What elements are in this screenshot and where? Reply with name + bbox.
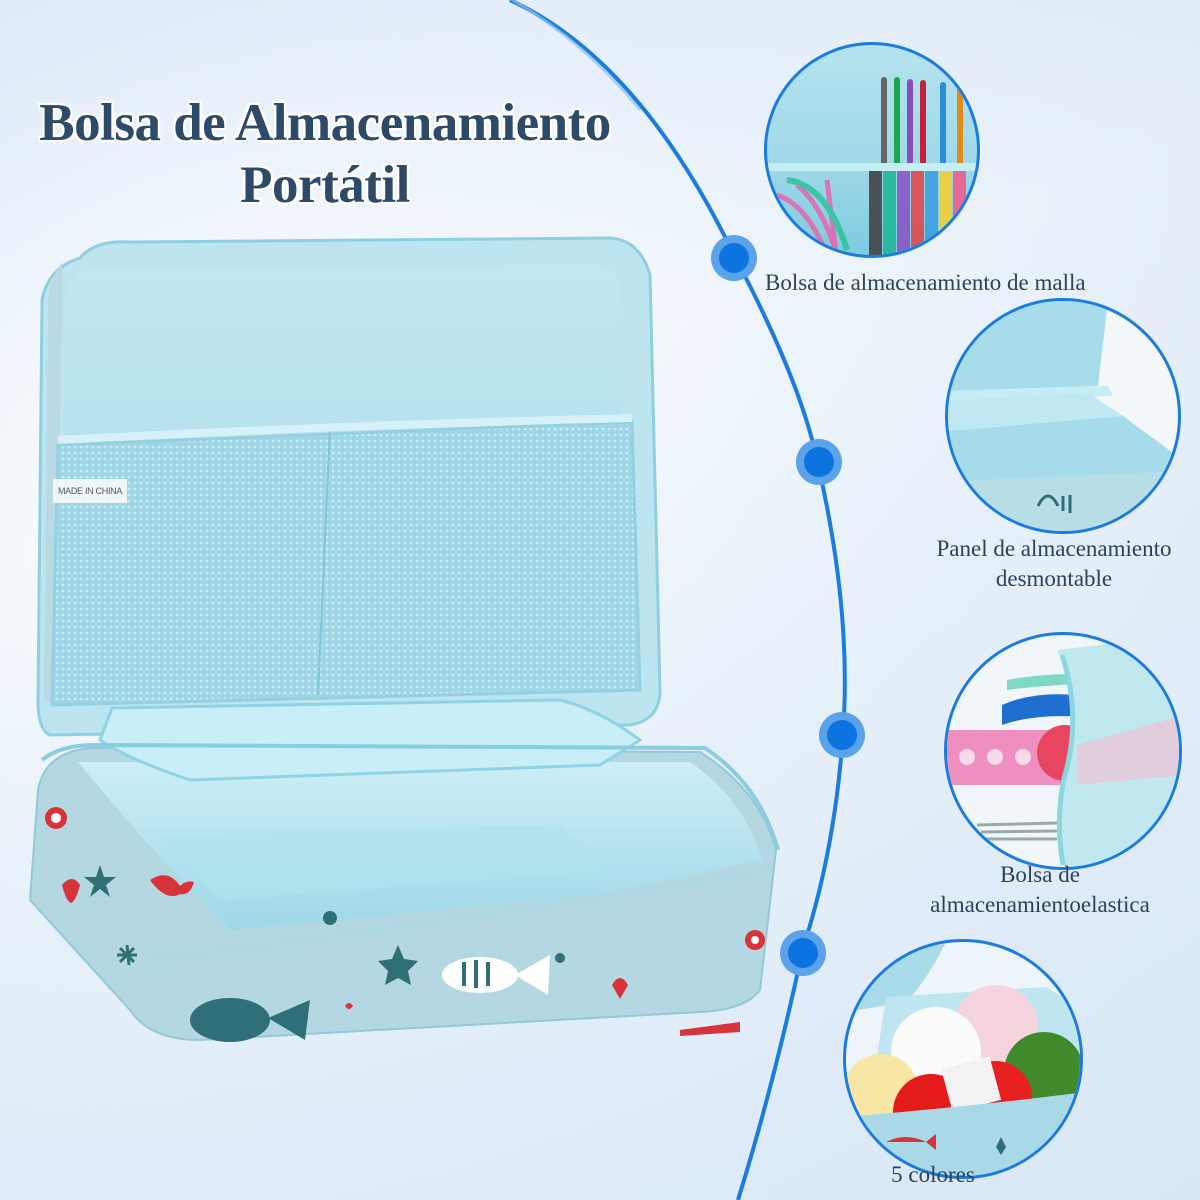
- feature-label-elastic: Bolsa de almacenamientoelastica: [930, 862, 1150, 917]
- timeline-dot-3: [819, 712, 865, 758]
- feature-label-panel: Panel de almacenamiento desmontable: [936, 536, 1172, 591]
- timeline-dot-4: [780, 930, 826, 976]
- feature-image-elastic-pocket: [944, 632, 1182, 870]
- feature-image-mesh-pocket: [764, 42, 980, 258]
- timeline-dot-2: [796, 439, 842, 485]
- feature-label-mesh: Bolsa de almacenamiento de malla: [765, 270, 1086, 295]
- title-line-1: Bolsa de Almacenamiento: [39, 94, 611, 152]
- title-line-2: Portátil: [240, 156, 410, 214]
- product-bag-image: [28, 236, 780, 1042]
- ruler-and-tools-icon: [947, 635, 1179, 867]
- made-in-china-tag: MADE IN CHINA: [53, 479, 127, 503]
- feature-label-colors: 5 colores: [891, 1162, 975, 1187]
- feature-image-detachable-panel: [945, 298, 1181, 534]
- timeline-dot-1: [711, 235, 757, 281]
- page-title: Bolsa de Almacenamiento Portátil: [0, 92, 650, 216]
